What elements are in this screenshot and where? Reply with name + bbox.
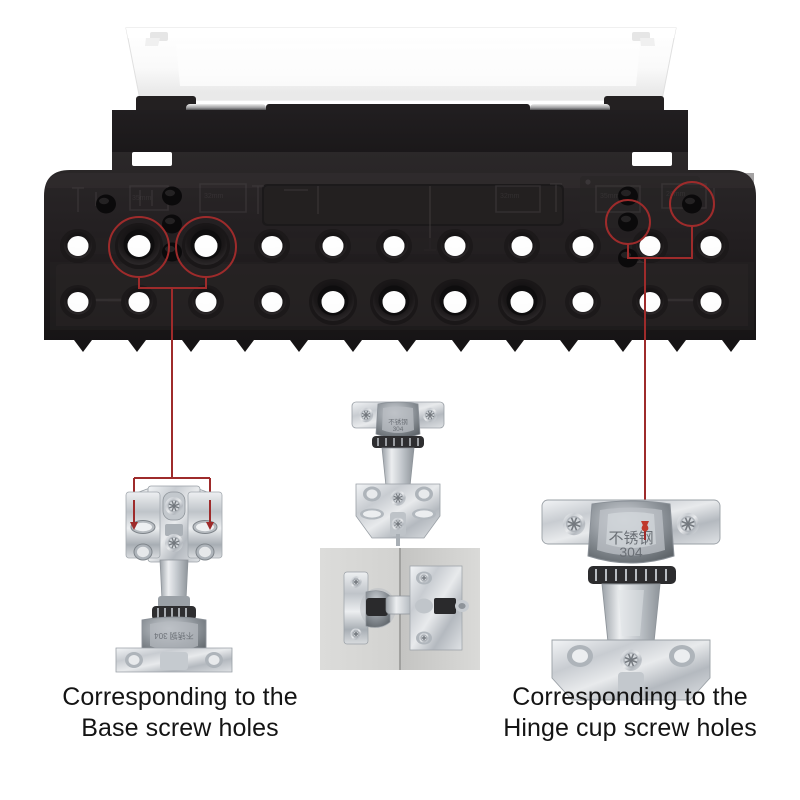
- callout-hinge-cup-screw-holes: [605, 181, 715, 540]
- svg-text:35mm: 35mm: [600, 193, 620, 200]
- jig-hole-row-upper: [60, 223, 729, 269]
- jig-clear-lid: [125, 27, 677, 101]
- hinge-right-marking-line1: 不锈钢: [608, 530, 653, 547]
- jig-body: 35mm 32mm 32mm 35mm 26mm: [44, 110, 756, 352]
- svg-text:32mm: 32mm: [500, 193, 520, 200]
- hinge-right-marking-line2: 304: [619, 544, 643, 560]
- callout-left-arrow-tips: [130, 500, 214, 530]
- svg-text:304: 304: [393, 426, 404, 433]
- svg-text:32mm: 32mm: [204, 193, 224, 200]
- caption-hinge-cup-screw-holes: Corresponding to the Hinge cup screw hol…: [503, 683, 757, 742]
- photo-hinge-cup-view: 不锈钢 304: [541, 499, 721, 701]
- photo-installed-hinge: [320, 548, 480, 670]
- hinge-center-marking: 不锈钢: [388, 417, 408, 426]
- svg-text:26mm: 26mm: [666, 191, 686, 198]
- photo-hinge-side-view: 不锈钢 304: [351, 401, 445, 546]
- caption-base-screw-holes: Corresponding to the Base screw holes: [62, 683, 298, 742]
- callout-right-arrow-tip: [641, 521, 649, 540]
- svg-text:35mm: 35mm: [132, 195, 152, 202]
- hinge-left-marking: 不锈钢 304: [154, 631, 194, 641]
